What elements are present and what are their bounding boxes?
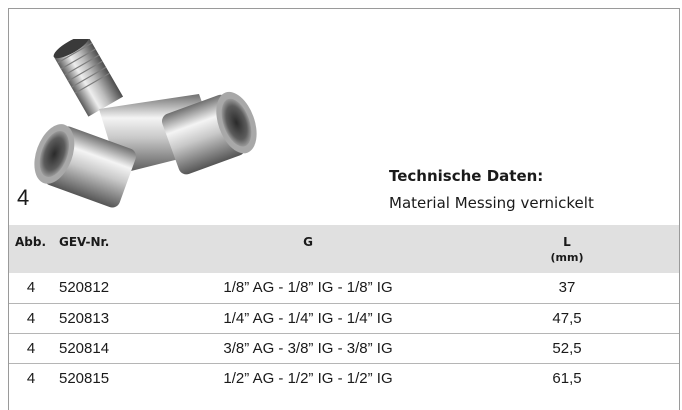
cell-g: 1/4” AG - 1/4” IG - 1/4” IG <box>223 309 393 327</box>
header-gev-nr: GEV-Nr. <box>59 235 110 249</box>
product-table: Abb. GEV-Nr. G L (mm) 4 520812 1/8” AG -… <box>9 225 679 393</box>
material-text: Material Messing vernickelt <box>389 194 594 212</box>
cell-abb: 4 <box>26 279 36 297</box>
cell-gev-nr: 520815 <box>59 369 110 387</box>
cell-l: 37 <box>558 279 576 297</box>
cell-abb: 4 <box>26 339 36 357</box>
cell-l: 47,5 <box>552 309 582 327</box>
table-row: 4 520814 3/8” AG - 3/8” IG - 3/8” IG 52,… <box>9 333 679 363</box>
table-row: 4 520813 1/4” AG - 1/4” IG - 1/4” IG 47,… <box>9 303 679 333</box>
table-row: 4 520815 1/2” AG - 1/2” IG - 1/2” IG 61,… <box>9 363 679 393</box>
cell-l: 52,5 <box>552 339 582 357</box>
figure-number: 4 <box>17 185 30 210</box>
cell-g: 1/2” AG - 1/2” IG - 1/2” IG <box>223 369 393 387</box>
cell-abb: 4 <box>26 309 36 327</box>
header-abb: Abb. <box>15 235 47 249</box>
figure-area: 4 Technische Daten: Material Messing ver… <box>9 9 679 225</box>
table-row: 4 520812 1/8” AG - 1/8” IG - 1/8” IG 37 <box>9 273 679 303</box>
cell-gev-nr: 520812 <box>59 279 110 297</box>
table-header-row: Abb. GEV-Nr. G L (mm) <box>9 225 679 273</box>
cell-l: 61,5 <box>552 369 582 387</box>
header-l-label: L <box>563 235 571 249</box>
cell-gev-nr: 520814 <box>59 339 110 357</box>
header-l-unit: (mm) <box>550 251 584 264</box>
header-g: G <box>303 235 313 249</box>
technical-data-title: Technische Daten: <box>389 167 544 185</box>
product-sheet: 4 Technische Daten: Material Messing ver… <box>8 8 680 410</box>
cell-gev-nr: 520813 <box>59 309 110 327</box>
cell-g: 1/8” AG - 1/8” IG - 1/8” IG <box>223 279 393 297</box>
brass-tee-fitting-icon <box>34 39 257 208</box>
cell-abb: 4 <box>26 369 36 387</box>
header-l: L (mm) <box>453 225 679 273</box>
cell-g: 3/8” AG - 3/8” IG - 3/8” IG <box>223 339 393 357</box>
